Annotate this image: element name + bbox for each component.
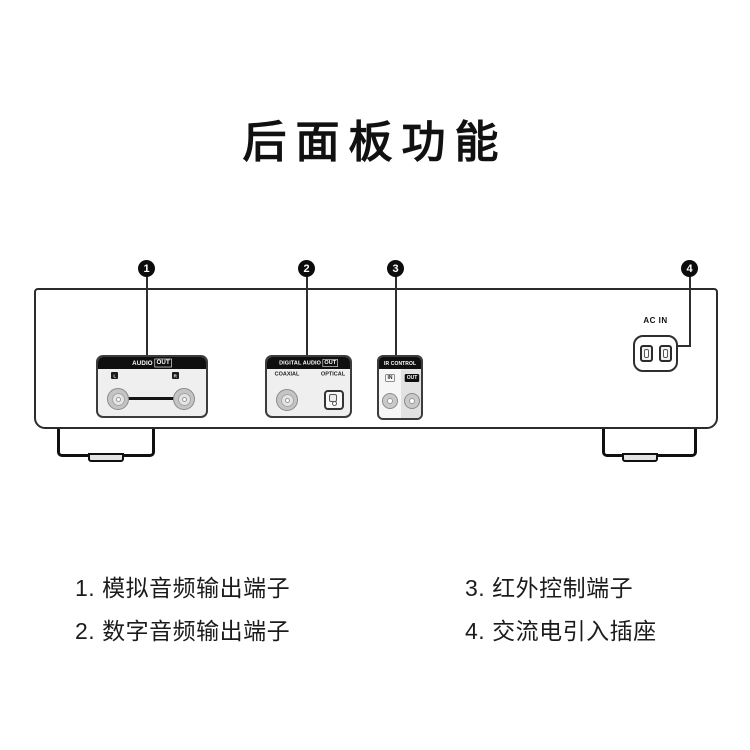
- audio-out-header-word: AUDIO: [132, 359, 153, 367]
- callout-badge-4: 4: [681, 260, 698, 277]
- rca-jack-left: [107, 388, 129, 410]
- ir-control-block: IR CONTROL IN OUT: [377, 355, 423, 420]
- legend-item-4: 4. 交流电引入插座: [465, 618, 657, 644]
- audio-out-header: AUDIO OUT: [98, 357, 206, 369]
- callout-number-3: 3: [392, 262, 399, 275]
- callout-line-1: [146, 276, 148, 359]
- optical-port: [324, 390, 344, 410]
- ir-in-label: IN: [385, 374, 395, 382]
- channel-l-marker: L: [111, 372, 118, 379]
- digital-audio-out-header: DIGITAL AUDIO OUT: [267, 357, 350, 369]
- callout-number-4: 4: [686, 262, 693, 275]
- rca-jack-left-hole: [115, 396, 121, 402]
- channel-r-text: R: [173, 373, 178, 378]
- device-foot-left-tab: [88, 453, 124, 462]
- ir-out-jack: [404, 393, 420, 409]
- ir-control-header: IR CONTROL: [379, 357, 421, 369]
- ir-out-label: OUT: [404, 374, 420, 382]
- optical-port-hole: [331, 401, 337, 406]
- rca-jack-right-ring: [177, 392, 191, 406]
- callout-number-1: 1: [143, 262, 150, 275]
- rca-jack-left-ring: [111, 392, 125, 406]
- coaxial-jack: [276, 389, 298, 411]
- digital-audio-out-block: DIGITAL AUDIO OUT COAXIAL OPTICAL: [265, 355, 352, 418]
- rca-jack-right: [173, 388, 195, 410]
- ac-prong-right-slot: [662, 349, 668, 358]
- ac-inlet: [633, 335, 678, 372]
- callout-badge-2: 2: [298, 260, 315, 277]
- channel-l-text: L: [113, 373, 116, 378]
- audio-out-header-text: AUDIO OUT: [132, 358, 172, 368]
- coaxial-jack-hole: [284, 397, 290, 403]
- ir-out-jack-hole: [409, 398, 415, 404]
- legend-item-3: 3. 红外控制端子: [465, 575, 634, 601]
- digital-header-word: DIGITAL AUDIO: [279, 359, 322, 367]
- ir-control-header-text: IR CONTROL: [383, 360, 417, 366]
- callout-line-2: [306, 276, 308, 359]
- ir-in-jack-hole: [387, 398, 393, 404]
- digital-boxed-label: OUT: [322, 359, 338, 367]
- callout-line-4-vertical: [689, 276, 691, 347]
- ac-in-label: AC IN: [643, 316, 668, 325]
- audio-out-boxed-label: OUT: [154, 358, 172, 368]
- ir-in-jack: [382, 393, 398, 409]
- coaxial-jack-ring: [280, 393, 294, 407]
- ac-prong-right: [658, 345, 672, 362]
- device-foot-right-tab: [622, 453, 658, 462]
- callout-line-4-horizontal: [676, 345, 691, 347]
- callout-badge-1: 1: [138, 260, 155, 277]
- optical-label: OPTICAL: [320, 370, 346, 378]
- device-foot-right: [602, 429, 697, 457]
- coaxial-label: COAXIAL: [274, 370, 300, 378]
- jack-connector-line: [118, 397, 184, 400]
- callout-badge-3: 3: [387, 260, 404, 277]
- audio-out-block: AUDIO OUT L R: [96, 355, 208, 418]
- legend-item-1: 1. 模拟音频输出端子: [75, 575, 291, 601]
- digital-audio-out-header-text: DIGITAL AUDIO OUT: [279, 359, 338, 367]
- legend-item-2: 2. 数字音频输出端子: [75, 618, 291, 644]
- page-title: 后面板功能: [242, 118, 508, 167]
- ac-prong-left-slot: [643, 349, 649, 358]
- rca-jack-right-hole: [181, 396, 187, 402]
- channel-r-marker: R: [172, 372, 179, 379]
- ac-prong-left: [639, 345, 653, 362]
- callout-line-3: [395, 276, 397, 358]
- callout-number-2: 2: [303, 262, 310, 275]
